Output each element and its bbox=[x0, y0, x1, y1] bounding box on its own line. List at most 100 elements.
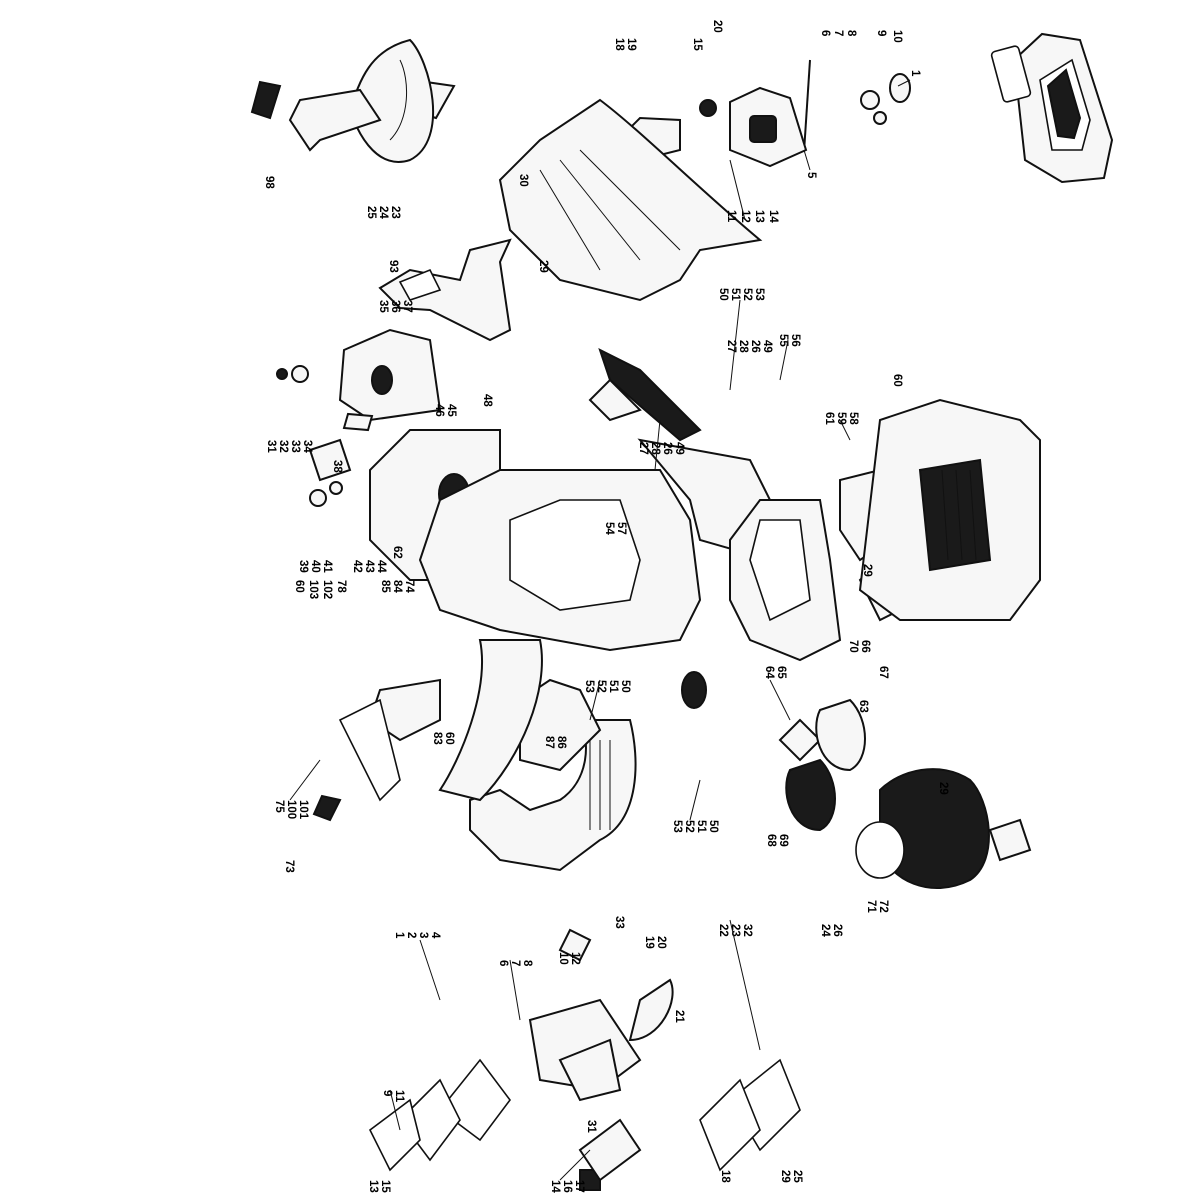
part-label: 34 bbox=[301, 440, 313, 453]
part-label: 68 bbox=[765, 834, 777, 847]
part-label: 8 bbox=[521, 960, 533, 967]
part-label: 65 bbox=[775, 666, 787, 679]
part-label: 21 bbox=[673, 1010, 685, 1023]
part-label: 74 bbox=[403, 580, 415, 593]
part-label: 103 bbox=[307, 580, 319, 599]
part-label: 84 bbox=[391, 580, 403, 593]
part-label: 30 bbox=[517, 174, 529, 187]
part-label: 36 bbox=[389, 300, 401, 313]
part-label: 14 bbox=[549, 1180, 561, 1193]
part-label: 5 bbox=[805, 172, 817, 179]
part-label: 71 bbox=[865, 900, 877, 913]
part-label: 43 bbox=[363, 560, 375, 573]
part-label: 20 bbox=[655, 936, 667, 949]
part-label: 26 bbox=[749, 340, 761, 353]
part-label: 35 bbox=[377, 300, 389, 313]
part-label: 40 bbox=[309, 560, 321, 573]
part-label: 15 bbox=[691, 38, 703, 51]
part-label: 51 bbox=[729, 288, 741, 301]
part-label: 23 bbox=[389, 206, 401, 219]
part-label: 4 bbox=[429, 932, 441, 939]
part-label: 50 bbox=[619, 680, 631, 693]
part-label: 13 bbox=[753, 210, 765, 223]
part-label: 56 bbox=[789, 334, 801, 347]
part-label: 26 bbox=[831, 924, 843, 937]
carburetor-exploded bbox=[368, 928, 801, 1191]
part-label: 20 bbox=[711, 20, 723, 33]
part-label: 22 bbox=[717, 924, 729, 937]
part-label: 1 bbox=[909, 70, 921, 77]
part-label: 51 bbox=[607, 680, 619, 693]
part-label: 54 bbox=[603, 522, 615, 535]
part-label: 98 bbox=[263, 176, 275, 189]
part-label: 100 bbox=[285, 800, 297, 819]
part-label: 102 bbox=[321, 580, 333, 599]
chain-guard bbox=[312, 639, 543, 822]
part-label: 29 bbox=[537, 260, 549, 273]
part-label: 23 bbox=[729, 924, 741, 937]
part-label: 37 bbox=[401, 300, 413, 313]
part-label: 64 bbox=[763, 666, 775, 679]
leader-lines bbox=[289, 79, 911, 1181]
part-label: 13 bbox=[367, 1180, 379, 1193]
part-label: 59 bbox=[835, 412, 847, 425]
part-label: 29 bbox=[937, 782, 949, 795]
part-label: 49 bbox=[761, 340, 773, 353]
part-label: 25 bbox=[365, 206, 377, 219]
part-label: 31 bbox=[265, 440, 277, 453]
part-label: 85 bbox=[379, 580, 391, 593]
part-label: 24 bbox=[377, 206, 389, 219]
part-label: 72 bbox=[877, 900, 889, 913]
part-label: 41 bbox=[321, 560, 333, 573]
part-label: 8 bbox=[845, 30, 857, 37]
air-filter-cover-assembly bbox=[803, 32, 1114, 184]
bar-cover bbox=[858, 398, 1041, 621]
part-label: 19 bbox=[643, 936, 655, 949]
part-label: 33 bbox=[289, 440, 301, 453]
part-label: 61 bbox=[823, 412, 835, 425]
main-housing bbox=[418, 348, 782, 652]
part-label: 78 bbox=[335, 580, 347, 593]
part-label: 58 bbox=[847, 412, 859, 425]
part-label: 53 bbox=[671, 820, 683, 833]
oil-tank bbox=[276, 328, 442, 432]
part-label: 63 bbox=[857, 700, 869, 713]
starter-assembly bbox=[681, 671, 1032, 889]
part-label: 25 bbox=[791, 1170, 803, 1183]
part-label: 67 bbox=[877, 666, 889, 679]
rear-handle bbox=[378, 238, 512, 342]
part-label: 69 bbox=[777, 834, 789, 847]
part-label: 60 bbox=[443, 732, 455, 745]
part-label: 17 bbox=[573, 1180, 585, 1193]
part-label: 52 bbox=[741, 288, 753, 301]
part-label: 60 bbox=[293, 580, 305, 593]
part-label: 6 bbox=[819, 30, 831, 36]
part-label: 33 bbox=[613, 916, 625, 929]
part-label: 53 bbox=[753, 288, 765, 301]
part-label: 28 bbox=[649, 442, 661, 455]
part-label: 32 bbox=[741, 924, 753, 937]
part-label: 50 bbox=[707, 820, 719, 833]
crankcase bbox=[288, 38, 763, 302]
part-label: 73 bbox=[283, 860, 295, 873]
part-label: 46 bbox=[433, 404, 445, 417]
part-label: 9 bbox=[381, 1090, 393, 1096]
part-label: 9 bbox=[875, 30, 887, 36]
part-label: 53 bbox=[583, 680, 595, 693]
part-label: 83 bbox=[431, 732, 443, 745]
part-label: 10 bbox=[891, 30, 903, 43]
part-label: 29 bbox=[861, 564, 873, 577]
part-label: 19 bbox=[625, 38, 637, 51]
part-label: 7 bbox=[509, 960, 521, 966]
part-label: 55 bbox=[777, 334, 789, 347]
part-label: 14 bbox=[767, 210, 779, 223]
part-label: 32 bbox=[277, 440, 289, 453]
part-label: 6 bbox=[497, 960, 509, 966]
part-label: 66 bbox=[859, 640, 871, 653]
part-label: 15 bbox=[379, 1180, 391, 1193]
part-label: 50 bbox=[717, 288, 729, 301]
part-label: 70 bbox=[847, 640, 859, 653]
part-label: 18 bbox=[613, 38, 625, 51]
part-label: 1 bbox=[393, 932, 405, 939]
